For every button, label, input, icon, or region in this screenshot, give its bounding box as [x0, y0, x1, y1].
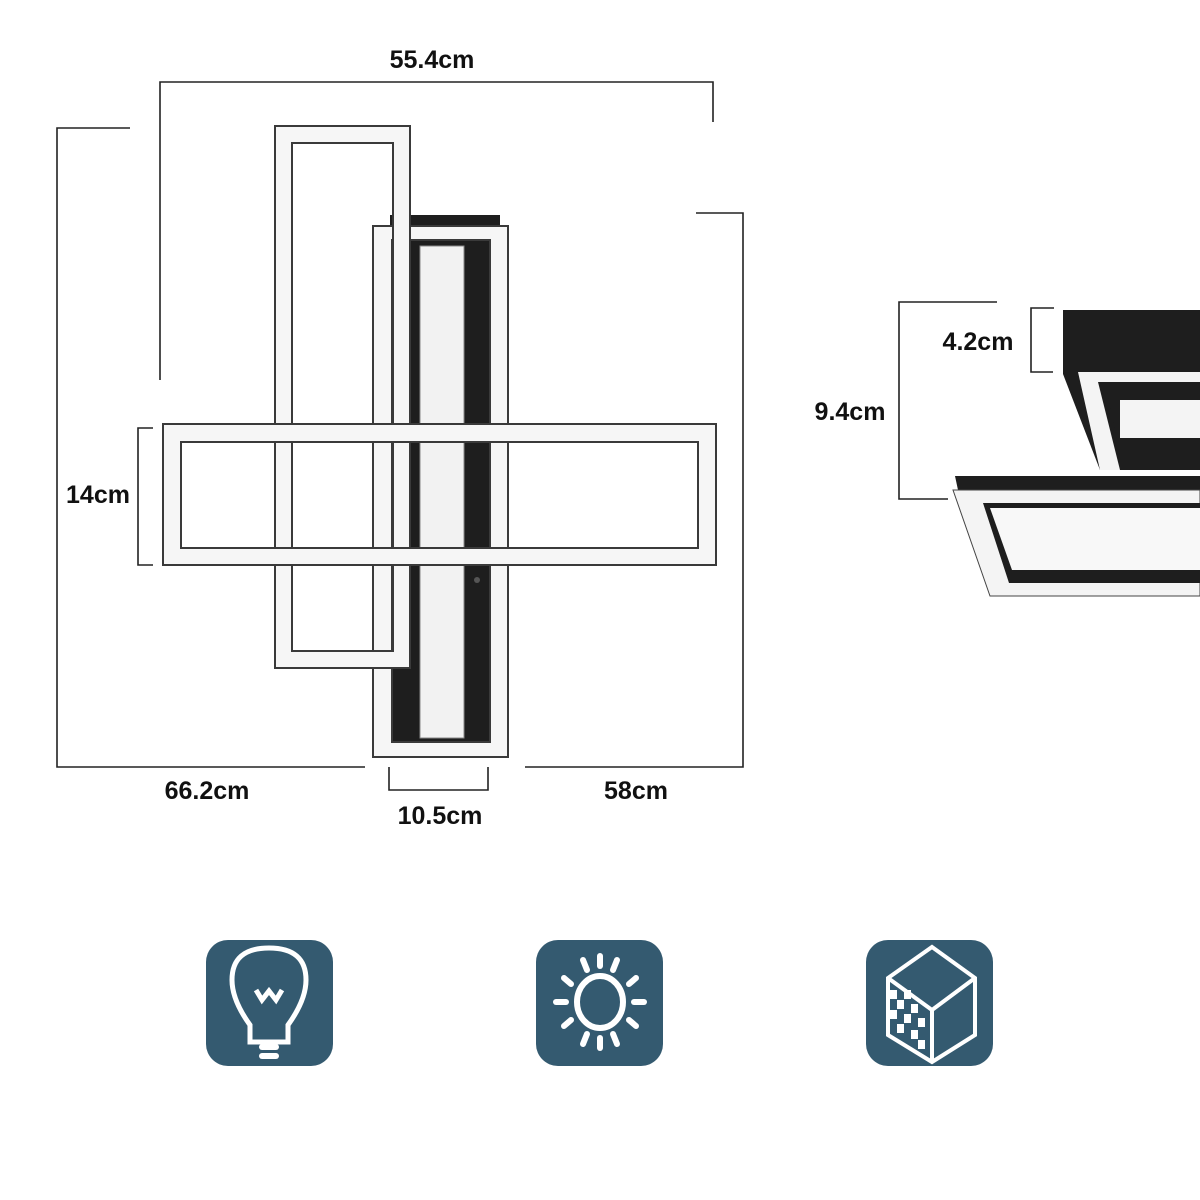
cross-height-label: 14cm: [66, 481, 130, 509]
dimension-lines: [56, 81, 1054, 791]
width-label: 55.4cm: [390, 46, 475, 74]
height-right-label: 58cm: [604, 777, 668, 805]
brightness-sun-icon: [536, 940, 663, 1066]
light-bulb-icon: [206, 940, 333, 1066]
sensor-dot: [474, 577, 480, 583]
total-depth-label: 9.4cm: [815, 398, 886, 426]
front-view-lamp: [162, 125, 717, 758]
bar-width-label: 10.5cm: [398, 802, 483, 830]
horizontal-frame: [162, 423, 717, 566]
side-view-lamp: [952, 310, 1200, 597]
led-panel: [419, 245, 465, 739]
height-left-label: 66.2cm: [165, 777, 250, 805]
material-cube-icon: [866, 940, 993, 1066]
tall-frame: [274, 125, 411, 669]
base-depth-label: 4.2cm: [943, 328, 1014, 356]
